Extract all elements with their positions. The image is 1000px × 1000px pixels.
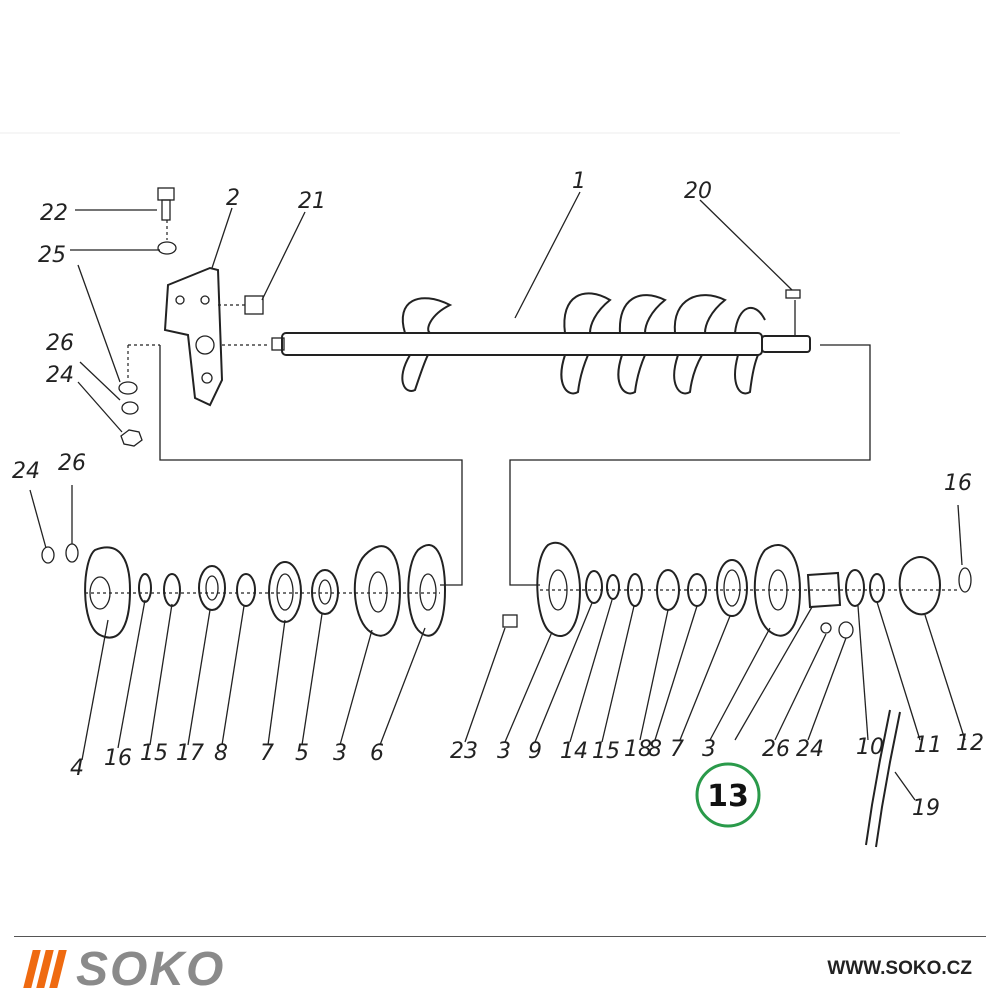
callout-15: 15 [140,741,168,766]
leader-lines [29,191,966,801]
brand-logo: SOKO [23,942,226,996]
callout-19: 19 [912,796,940,821]
callout-20: 20 [684,179,712,204]
exploded-parts-diagram: 1 2 21 20 22 25 26 24 24 26 16 4 16 15 1… [0,132,984,848]
callout-3-right2: 3 [702,737,716,762]
callout-14: 14 [560,739,588,764]
callout-23: 23 [450,739,478,764]
callout-labels: 1 2 21 20 22 25 26 24 24 26 16 4 16 15 1… [12,169,984,821]
callout-24-left: 24 [12,459,40,484]
callout-15-right: 15 [592,739,620,764]
callout-24-upper: 24 [46,363,74,388]
callout-8-right: 8 [648,737,662,762]
footer-divider [14,936,986,937]
set-screw-20 [785,289,801,299]
callout-16-right: 16 [944,471,972,496]
link-line-left [159,345,463,586]
callout-16: 16 [104,746,132,771]
callout-18: 18 [624,737,652,762]
callout-11: 11 [914,733,942,758]
badge-number: 13 [707,779,749,814]
callout-26: 26 [762,737,790,762]
brand-name: SOKO [76,942,226,996]
bracket-plate [163,266,224,407]
callout-9: 9 [528,739,542,764]
callout-3-right: 3 [497,739,511,764]
left-bearing-assembly [41,543,447,639]
callout-17: 17 [176,741,204,766]
callout-4: 4 [70,756,84,781]
callout-12: 12 [956,731,984,756]
callout-6: 6 [370,741,384,766]
callout-3: 3 [333,741,347,766]
logo-bars-icon [23,950,67,988]
callout-5: 5 [295,741,309,766]
callout-26-left: 26 [58,451,86,476]
callout-1: 1 [572,169,586,194]
callout-25: 25 [38,243,66,268]
bolt-21 [218,295,264,315]
callout-2: 2 [226,186,240,211]
website-url: WWW.SOKO.CZ [827,958,972,979]
callout-7-right: 7 [670,737,684,762]
callout-21: 21 [298,189,326,214]
callout-22: 22 [40,201,68,226]
callout-10: 10 [856,735,884,760]
auger-shaft [271,292,811,395]
badge-circle [695,762,761,828]
bolt-22-stack [118,187,177,447]
link-line-right [509,344,871,586]
callout-8: 8 [214,741,228,766]
callout-26-upper: 26 [46,331,74,356]
callout-7: 7 [260,741,274,766]
assembly-badge: 13 [695,762,761,828]
footer: SOKO WWW.SOKO.CZ [0,936,1000,1000]
callout-24: 24 [796,737,824,762]
